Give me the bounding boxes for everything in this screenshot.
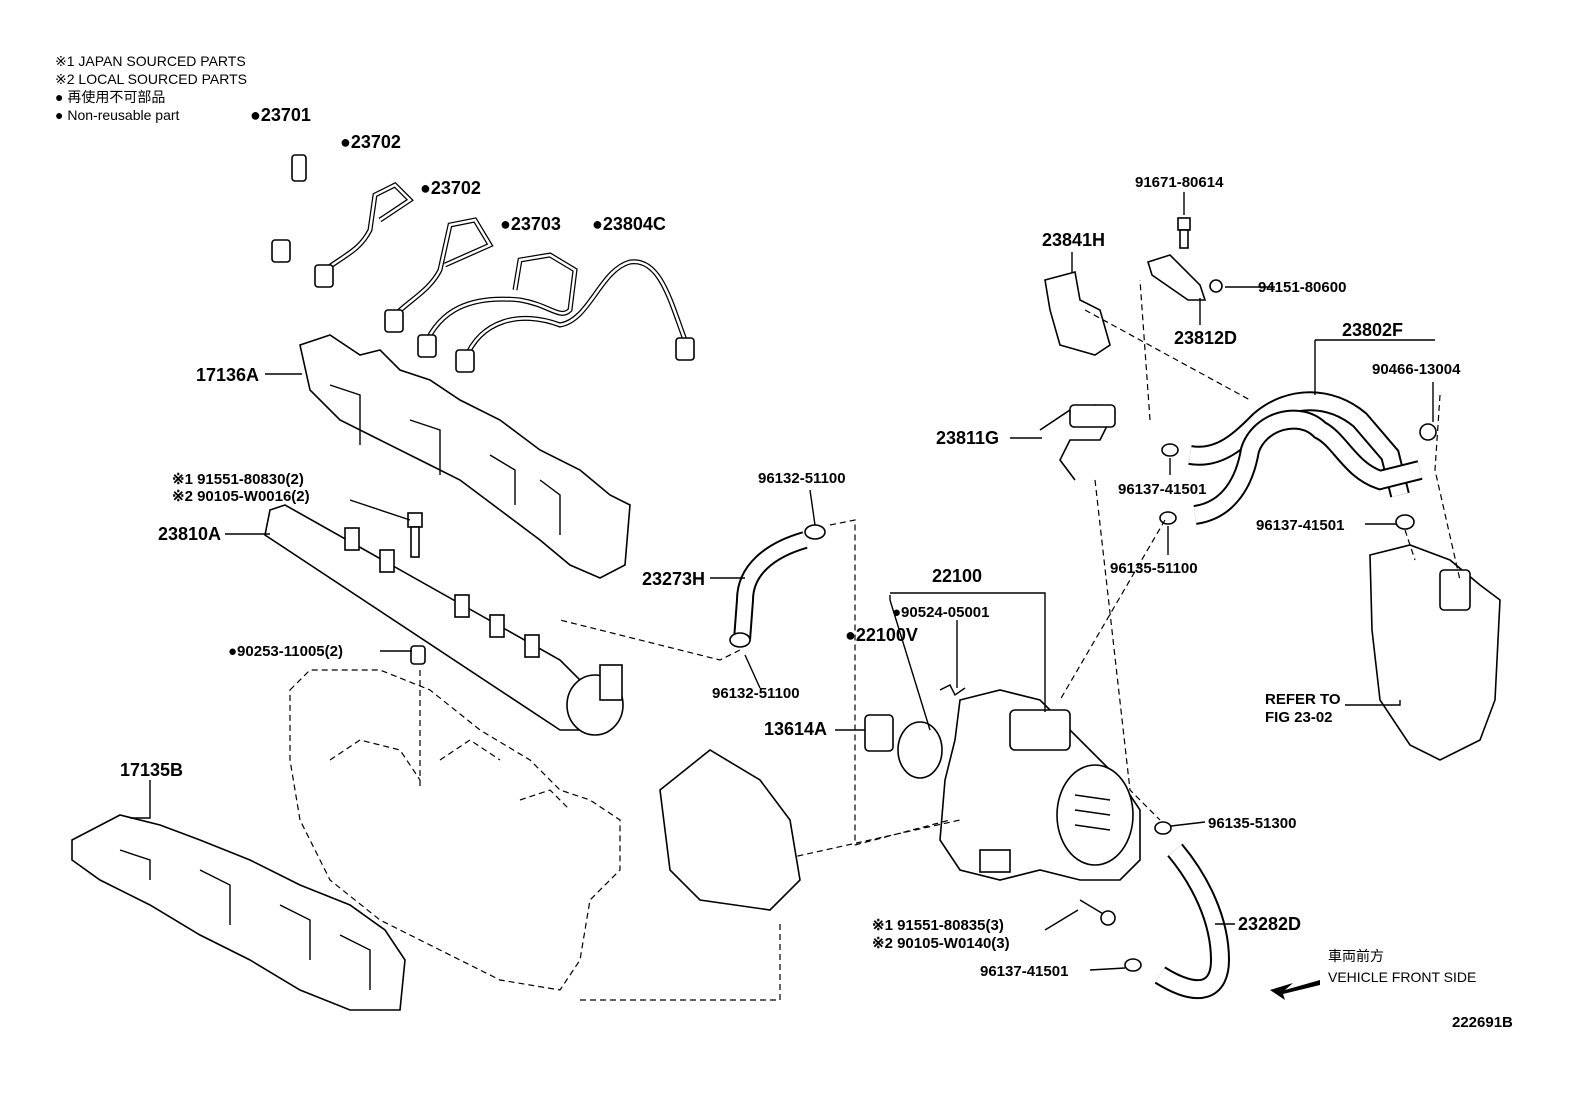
label-23810a: 23810A [158,524,221,544]
vehicle-front-arrow-icon [1270,980,1320,1000]
hose-23282d[interactable] [1154,843,1231,1000]
fuel-filter-assembly[interactable] [1369,544,1501,761]
label-90524-05001: ●90524-05001 [892,604,989,621]
label-vehicle-front-en: VEHICLE FRONT SIDE [1328,969,1476,985]
label-90105-w0140: ※2 90105-W0140(3) [872,935,1010,952]
label-23703: ●23703 [500,214,561,234]
label-23273h: 23273H [642,569,705,589]
label-vehicle-front-jp: 車両前方 [1328,948,1384,964]
injection-pipe-23702-a[interactable] [314,181,414,288]
label-17136a: 17136A [196,365,259,385]
nut-94151-80600[interactable] [1209,279,1223,293]
label-23282d: 23282D [1238,914,1301,934]
label-fig-23-02: FIG 23-02 [1265,709,1333,726]
legend-non-reusable-jp: ● 再使用不可部品 [55,89,166,105]
label-96135-51300: 96135-51300 [1208,815,1296,832]
label-91551-80830: ※1 91551-80830(2) [172,471,304,488]
legend-japan-sourced: ※1 JAPAN SOURCED PARTS [55,53,246,69]
label-17135b: 17135B [120,760,183,780]
label-90105-w0016: ※2 90105-W0016(2) [172,488,310,505]
label-90253-11005: ●90253-11005(2) [228,643,343,660]
bracket-23841h[interactable] [1044,271,1111,356]
label-23812d: 23812D [1174,328,1237,348]
timing-cover [659,749,801,911]
clamp-96137-41501-a[interactable] [1161,443,1179,457]
label-23802f: 23802F [1342,320,1403,340]
label-refer-to: REFER TO [1265,691,1341,708]
clamp-96137-41501-b[interactable] [1395,514,1415,530]
bolt-91671-80614[interactable] [1177,217,1191,249]
label-13614a: 13614A [764,719,827,739]
fuel-rail-23810a[interactable] [264,504,624,736]
injection-pipe-23702-b[interactable] [384,217,494,333]
gasket-90524-05001[interactable] [939,684,966,697]
clamp-96135-51100[interactable] [1159,511,1177,525]
injection-pipe-23804c[interactable] [455,259,695,373]
fuel-hose-23802f[interactable] [1188,391,1423,525]
legend-non-reusable-en: ● Non-reusable part [55,107,180,123]
injection-pipe-23701[interactable] [271,154,307,263]
label-96137-41501-c: 96137-41501 [980,963,1068,980]
label-23701: ●23701 [250,105,311,125]
leader-lines [130,192,1435,971]
label-22100: 22100 [932,566,982,586]
injection-pipe-23703[interactable] [417,252,578,358]
label-23841h: 23841H [1042,230,1105,250]
label-91671-80614: 91671-80614 [1135,174,1224,191]
coupling-13614a[interactable] [864,714,894,752]
label-23702-a: ●23702 [340,132,401,152]
label-23702-b: ●23702 [420,178,481,198]
label-91551-80835: ※1 91551-80835(3) [872,917,1004,934]
clamp-90466-13004[interactable] [1419,423,1437,441]
clamp-96132-51100-top[interactable] [804,524,826,540]
bolt-91551-80835[interactable] [1079,899,1116,926]
label-23804c: ●23804C [592,214,666,234]
fuel-pipe-23811g[interactable] [1039,404,1116,481]
insulator-17135b[interactable] [71,814,406,1011]
label-96135-51100: 96135-51100 [1110,560,1198,577]
label-90466-13004: 90466-13004 [1372,361,1461,378]
o-ring-22100v[interactable] [897,721,943,779]
insulator-17136a[interactable] [299,334,631,579]
supply-pump-22100[interactable] [939,689,1141,881]
label-23811g: 23811G [936,428,999,448]
clamp-96132-51100-bottom[interactable] [729,632,751,648]
label-94151-80600: 94151-80600 [1258,279,1346,296]
legend-local-sourced: ※2 LOCAL SOURCED PARTS [55,71,247,87]
label-22100v: ●22100V [845,625,918,645]
label-96137-41501-a: 96137-41501 [1118,481,1206,498]
label-96132-51100-bottom: 96132-51100 [712,685,800,702]
hose-23273h[interactable] [733,531,808,641]
bracket-23812d[interactable] [1147,254,1207,301]
pin-90253-11005[interactable] [410,645,426,665]
label-96137-41501-b: 96137-41501 [1256,517,1344,534]
clamp-96135-51300[interactable] [1154,821,1172,835]
cylinder-head-outline [289,669,781,1001]
legend: ※1 JAPAN SOURCED PARTS ※2 LOCAL SOURCED … [55,52,247,124]
label-96132-51100-top: 96132-51100 [758,470,846,487]
figure-id: 222691B [1452,1014,1513,1031]
clamp-96137-41501-c[interactable] [1124,958,1142,972]
